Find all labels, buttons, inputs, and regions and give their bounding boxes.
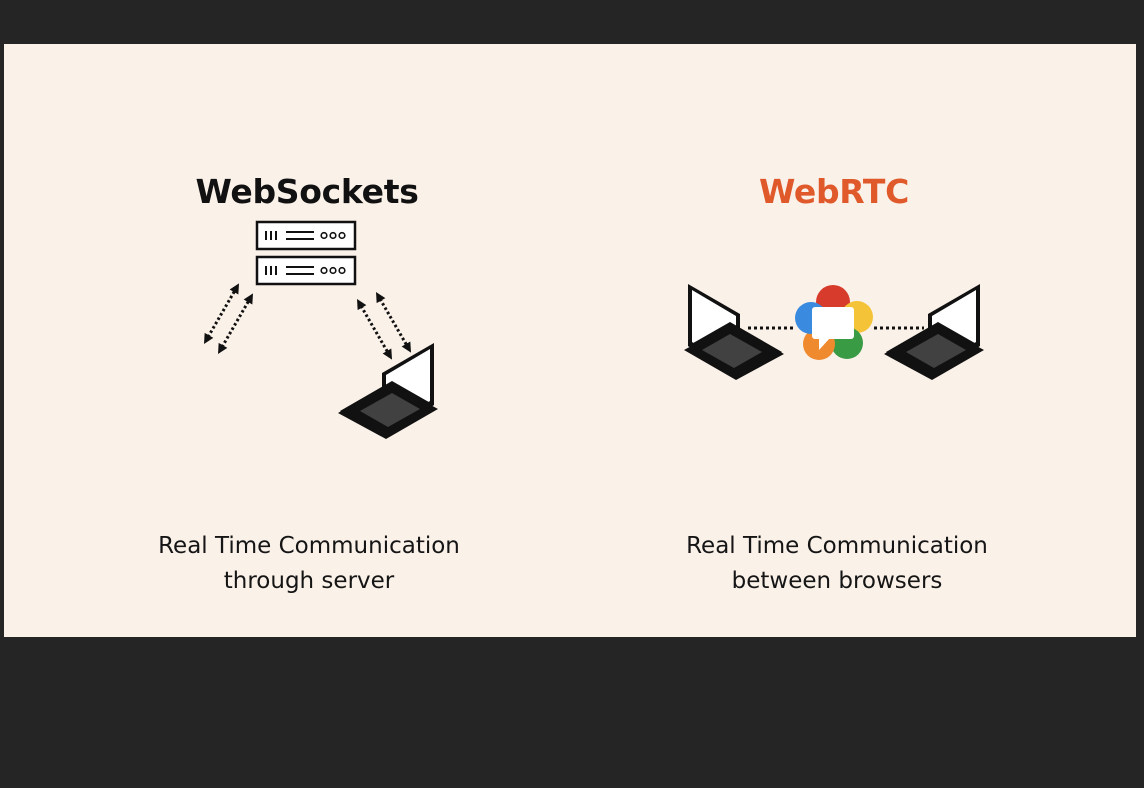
caption-line: through server — [223, 568, 395, 594]
caption-line: between browsers — [731, 568, 943, 594]
laptop-icon — [338, 343, 438, 439]
caption-line: Real Time Communication — [686, 533, 988, 559]
bidirectional-arrow-icon — [351, 295, 398, 364]
diagram-graphics — [198, 220, 984, 439]
websockets-caption: Real Time Communication through server — [89, 529, 529, 599]
webrtc-caption: Real Time Communication between browsers — [617, 529, 1057, 599]
bidirectional-arrow-icon — [198, 279, 245, 348]
bidirectional-arrow-icon — [212, 289, 259, 358]
caption-line: Real Time Communication — [158, 533, 460, 559]
laptop-icon — [884, 284, 984, 380]
server-icon — [255, 220, 357, 286]
webrtc-title: WebRTC — [758, 172, 910, 211]
bidirectional-arrow-icon — [370, 288, 417, 357]
laptop-icon — [684, 284, 784, 380]
websockets-title: WebSockets — [195, 172, 419, 211]
slide: WebSockets WebRTC — [4, 44, 1136, 637]
webrtc-logo-icon — [795, 285, 873, 360]
